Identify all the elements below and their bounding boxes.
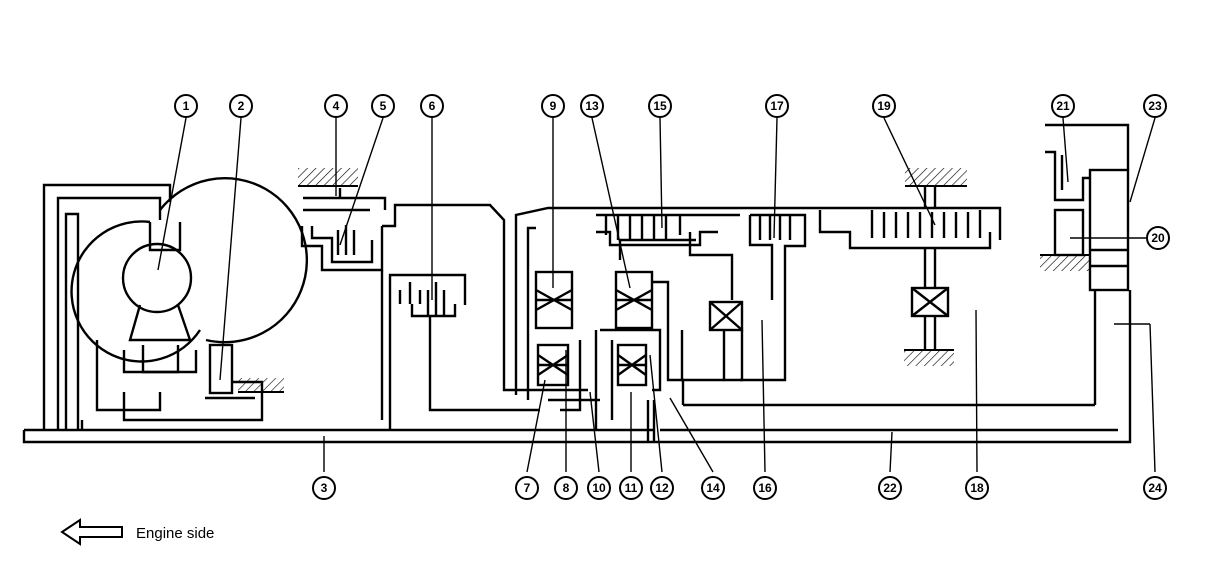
callout-22: 22: [878, 476, 902, 500]
engine-side-indicator: Engine side: [60, 518, 214, 546]
svg-text:8: 8: [563, 481, 570, 495]
svg-text:7: 7: [524, 481, 531, 495]
callout-7: 7: [515, 476, 539, 500]
leader-lines: [157, 117, 1156, 473]
callout-15: 15: [648, 94, 672, 118]
arrow-left-icon: [60, 518, 123, 546]
callout-14: 14: [701, 476, 725, 500]
callout-6: 6: [420, 94, 444, 118]
callout-20: 20: [1146, 226, 1170, 250]
callout-5: 5: [371, 94, 395, 118]
callout-13: 13: [580, 94, 604, 118]
callout-17: 17: [765, 94, 789, 118]
svg-text:23: 23: [1148, 99, 1162, 113]
svg-text:11: 11: [625, 481, 638, 495]
svg-text:5: 5: [380, 99, 387, 113]
svg-text:2: 2: [238, 99, 245, 113]
svg-text:17: 17: [770, 99, 784, 113]
svg-text:15: 15: [653, 99, 667, 113]
svg-text:18: 18: [970, 481, 984, 495]
svg-text:21: 21: [1056, 99, 1070, 113]
front-clutch-group: [300, 188, 588, 430]
callout-24: 24: [1143, 476, 1167, 500]
callout-16: 16: [753, 476, 777, 500]
svg-text:24: 24: [1148, 481, 1162, 495]
svg-text:19: 19: [877, 99, 891, 113]
callout-10: 10: [587, 476, 611, 500]
callout-3: 3: [312, 476, 336, 500]
callout-11: 11: [619, 476, 643, 500]
svg-text:22: 22: [883, 481, 897, 495]
rear-clutch-group: [818, 185, 992, 350]
svg-text:20: 20: [1151, 231, 1165, 245]
svg-text:4: 4: [333, 99, 340, 113]
svg-text:6: 6: [429, 99, 436, 113]
svg-text:9: 9: [550, 99, 557, 113]
low-reverse-brake: [596, 213, 744, 382]
svg-text:13: 13: [585, 99, 599, 113]
callout-2: 2: [229, 94, 253, 118]
rear-planetary: [600, 238, 696, 442]
svg-text:14: 14: [706, 481, 720, 495]
output-shaft: [655, 290, 1132, 444]
engine-side-label: Engine side: [136, 525, 214, 542]
callout-18: 18: [965, 476, 989, 500]
svg-text:10: 10: [592, 481, 606, 495]
callout-12: 12: [650, 476, 674, 500]
input-shaft: [22, 428, 655, 444]
callout-4: 4: [324, 94, 348, 118]
callout-19: 19: [872, 94, 896, 118]
callout-9: 9: [541, 94, 565, 118]
callout-8: 8: [554, 476, 578, 500]
callout-1: 1: [174, 94, 198, 118]
callout-markers: 1 2 3 4 5 6 7 8 9 10 11 12 13 14 15 16 1…: [174, 94, 1170, 500]
svg-text:1: 1: [183, 99, 190, 113]
callout-23: 23: [1143, 94, 1167, 118]
svg-text:3: 3: [321, 481, 328, 495]
band-brake: [740, 213, 807, 382]
callout-21: 21: [1051, 94, 1075, 118]
housing-ground-marks: [238, 168, 1090, 393]
svg-text:16: 16: [758, 481, 772, 495]
front-planetary: [514, 206, 1002, 430]
svg-text:12: 12: [655, 481, 669, 495]
